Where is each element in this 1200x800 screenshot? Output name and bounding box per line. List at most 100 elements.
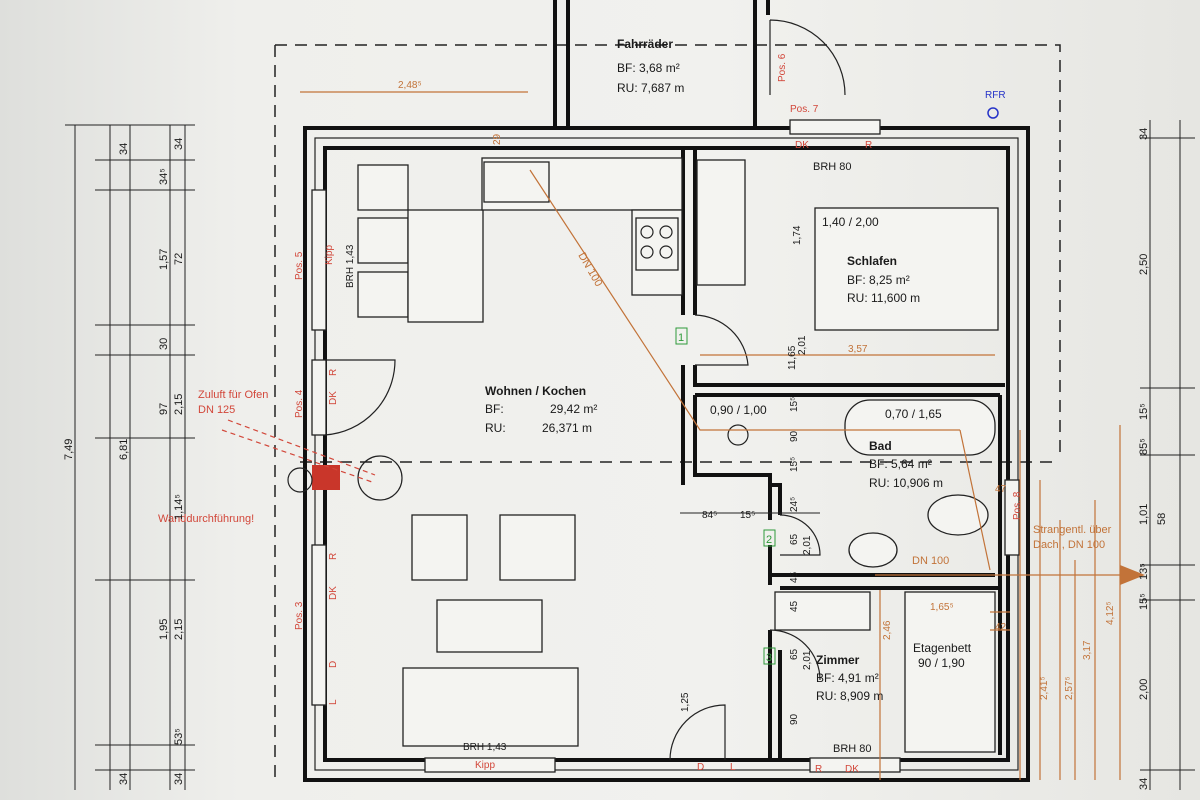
dim-text: 2,15 [173,619,185,640]
window-r-label: R [865,140,872,151]
dim-text: 34 [1138,778,1150,790]
dim-text: 2,41⁵ [1039,676,1050,700]
room-area-zimmer: BF: 4,91 m² [816,671,879,685]
room-label-schlafen: Schlafen [847,254,897,268]
annotation-zuluft: Zuluft für Ofen [198,389,268,401]
annotation-strang-1: Strangentl. über [1033,524,1112,536]
sofa [402,667,579,747]
dim-text: 2,48⁵ [398,80,422,91]
svg-text:1: 1 [678,332,684,344]
dining-chairs [357,164,409,318]
bed-size-schlafen: 1,40 / 2,00 [822,215,879,229]
dim-text: 42 [995,622,1007,633]
annotation-dn100-diagonal: DN 100 [575,251,604,289]
dim-text: 13⁵ [1138,563,1150,580]
window-label-pos7: Pos. 7 [790,104,819,115]
room-perimeter-zimmer: RU: 8,909 m [816,689,883,703]
dim-text: 90 [789,430,800,442]
shower-size: 0,90 / 1,00 [710,403,767,417]
window-label-pos4: Pos. 4 [294,389,305,418]
window-dk-label: DK [845,764,859,775]
dim-text: 4,12⁵ [1105,601,1116,625]
coffee-table [436,599,543,653]
dim-text: 45 [789,571,800,583]
annotation-zuluft-dn: DN 125 [198,404,235,416]
door-2-swing [779,514,821,556]
room-area-wohnen: 29,42 m² [550,402,597,416]
dim-text: 2,50 [1138,254,1150,275]
window-brh80-label: BRH 80 [833,743,872,755]
window-pos4 [311,359,327,436]
bathtub [844,399,996,456]
room-perimeter-fahrraeder: RU: 7,687 m [617,81,684,95]
window-pos5 [311,189,327,331]
annotation-wanddurchfuehrung: Wanddurchführung! [158,513,254,525]
toilet-icon [927,494,989,536]
room-label-fahrraeder: Fahrräder [617,37,673,51]
wall-penetration-marker [312,465,340,490]
room-area-fahrraeder: BF: 3,68 m² [617,61,680,75]
dim-text: 15⁵ [789,457,800,472]
dim-text: 45 [789,600,800,612]
window-dk-label: DK [328,586,339,600]
dim-text: 15⁵ [740,510,755,521]
room-perimeter-bad: RU: 10,906 m [869,476,943,490]
perimeter-label: RU: [485,421,506,435]
door-3-swing [769,629,821,681]
dim-text: 72 [173,253,185,265]
dim-text: 84⁵ [702,510,717,521]
armchair-right [499,514,576,581]
svg-text:2: 2 [766,534,772,546]
annotation-dn100: DN 100 [912,555,949,567]
dim-text: 2,00 [1138,679,1150,700]
dim-text: 30 [158,338,170,350]
door-entry-swing [669,704,726,761]
door-number-1: 1 [675,327,688,345]
room-area-schlafen: BF: 8,25 m² [847,273,910,287]
dim-text: 1,25 [680,692,691,712]
window-brh80-label: BRH 80 [813,161,852,173]
dim-text: 2,57⁵ [1064,676,1075,700]
room-label-wohnen: Wohnen / Kochen [485,384,586,398]
air-supply-line [221,419,376,483]
dim-text: 1,57 [158,249,170,270]
roof-outline [274,44,1061,780]
dim-text: 3,57 [848,344,868,355]
inner-dimensions: 2,48⁵ 1,74 2,01 11,65 3,57 84⁵ 15⁵ 24⁵ 6… [398,80,1116,725]
left-dimensions: 7,49 6,81 34 34⁵ 34 1,57 72 30 97 2,15 1… [63,138,185,785]
window-bottom-kipp [424,757,556,773]
dim-text: 1,14⁵ [173,494,185,520]
door-1-swing [694,314,749,366]
window-brh-label: BRH 1,43 [463,742,507,753]
window-kipp-label: Kipp [324,245,335,265]
annotation-strang-2: Dach , DN 100 [1033,539,1105,551]
dim-text: 2,01 [802,535,813,555]
door-number-3: 3 [763,647,776,665]
rfr-marker [987,107,999,119]
dim-text: 15⁵ [1138,593,1150,610]
dim-text: 1,65⁵ [930,602,954,613]
dim-text: 15⁵ [789,397,800,412]
dim-text: 34 [118,773,130,785]
oven-icon [357,455,403,501]
window-dk-label: DK [795,140,809,151]
svg-text:3: 3 [766,652,772,664]
dining-table [407,209,484,323]
dim-text: 1,01 [1138,504,1150,525]
bunk-bed-size: 90 / 1,90 [918,656,965,670]
dim-text: 11,65 [787,345,798,370]
dim-text: 47 [995,484,1007,495]
right-dimensions: 34 2,50 15⁵ 85⁵ 1,01 58 13⁵ 15⁵ 2,00 34 [1138,128,1168,790]
room-label-zimmer: Zimmer [816,653,860,667]
window-label-pos8: Pos. 8 [1012,491,1023,520]
dim-text: 7,49 [63,439,75,460]
window-brh-label: BRH 1,43 [345,244,356,288]
dim-text: 65 [789,648,800,660]
dim-text: 65 [789,533,800,545]
orange-dim-lines-inner [700,354,1010,631]
window-l-label: L [328,699,339,705]
window-d-label: D [328,661,339,668]
shelf [774,591,871,631]
